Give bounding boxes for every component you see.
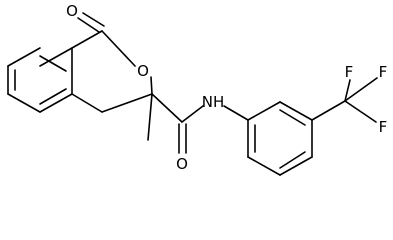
atom-label-ring-oxygen: O — [137, 62, 149, 80]
bond-benzo-6 — [7, 47, 41, 67]
molecule-canvas: O O O NH F F F — [7, 2, 387, 176]
bond-c4-c3 — [101, 93, 153, 113]
bond-cf3-f2 — [344, 77, 378, 102]
bond-aryl-1 — [247, 101, 281, 121]
bond-aryl-4 — [279, 156, 313, 176]
atom-label-amide-oxygen: O — [176, 155, 188, 173]
atom-label-carbonyl-oxygen: O — [66, 2, 78, 20]
bond-cf3-f3 — [344, 100, 377, 123]
bond-aryl-inner-2 — [279, 109, 306, 126]
bond-c1-o2 — [101, 30, 136, 67]
bond-carbonyl-1 — [77, 17, 100, 33]
bond-carbonyl-2 — [82, 12, 105, 27]
bond-amide-c-n — [181, 105, 204, 123]
atom-label-fluorine-right: F — [379, 118, 388, 136]
bond-benzo-1 — [39, 47, 73, 67]
bond-methyl — [147, 93, 153, 141]
bond-c8a-c1 — [71, 30, 103, 49]
bond-aryl-cf3 — [311, 100, 346, 121]
bond-o2-c3 — [150, 76, 153, 95]
bond-aryl-inner-3 — [279, 151, 306, 169]
bond-c4a-c4 — [71, 93, 103, 113]
bond-benzo-3 — [39, 93, 73, 113]
bond-c3-amide-c — [151, 93, 183, 123]
atom-label-fluorine-top-left: F — [345, 63, 354, 81]
label-layer: O O O NH F F F — [66, 2, 387, 173]
bond-benzo-inner-3 — [39, 55, 67, 72]
molecule-structure: O O O NH F F F — [7, 2, 387, 176]
atom-label-fluorine-top-right: F — [379, 63, 388, 81]
bond-benzo-4 — [7, 93, 41, 113]
bond-aryl-2 — [279, 101, 313, 121]
bond-n-aryl — [223, 105, 249, 121]
bond-cf3-f1 — [344, 79, 351, 102]
bond-benzo-inner-2 — [39, 88, 67, 105]
atom-label-amide-nh: NH — [202, 93, 225, 111]
bond-layer — [7, 12, 378, 176]
bond-aryl-5 — [247, 156, 281, 176]
